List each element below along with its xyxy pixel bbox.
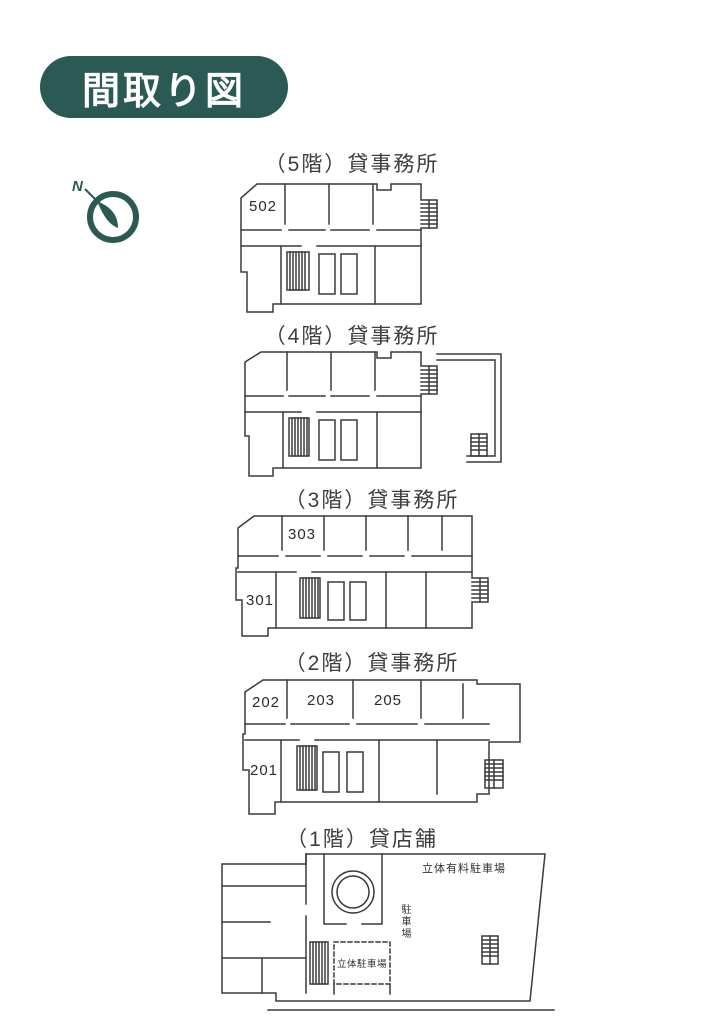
extension-stair-icon — [470, 433, 488, 457]
room-number-303: 303 — [288, 526, 317, 543]
floor-plan-5f: 502 — [225, 178, 447, 320]
floor-plan-drawing-3f — [235, 515, 489, 637]
interior-walls — [240, 183, 422, 305]
stair-hatch — [296, 745, 318, 791]
elevator-shafts — [318, 253, 358, 295]
interior-walls — [221, 853, 391, 995]
floor-title-4f: （4階）貸事務所 — [264, 325, 440, 348]
floor-plan-drawing-4f — [244, 351, 502, 477]
floor-plan-4f — [227, 346, 509, 478]
title-badge-label: 間取り図 — [81, 70, 246, 113]
outer-wall — [242, 679, 521, 815]
floor-title-2f: （2階）貸事務所 — [284, 652, 460, 675]
floor-title-5f: （5階）貸事務所 — [264, 153, 440, 176]
dashed-parking-box — [333, 941, 391, 985]
roof-extension-wall — [436, 353, 502, 463]
outer-wall — [244, 351, 438, 477]
floor-plan-drawing-5f — [240, 183, 438, 313]
spiral-stair-icon — [484, 759, 504, 789]
outer-wall — [235, 515, 489, 637]
parking-area-label: 駐車場 — [399, 904, 410, 940]
multistory-parking-label: 立体駐車場 — [336, 959, 387, 970]
interior-walls — [244, 351, 422, 469]
spiral-stair-icon — [471, 577, 489, 603]
compass-north-label: N — [72, 178, 84, 195]
elevator-shafts — [327, 581, 367, 621]
interior-walls — [244, 679, 490, 803]
floor-plan-drawing-2f — [242, 679, 521, 815]
room-number-202: 202 — [252, 694, 281, 711]
floor-plan-2f: 202 203 205 201 — [227, 674, 531, 820]
outer-wall — [240, 183, 438, 313]
room-number-205: 205 — [374, 692, 403, 709]
compass: N — [70, 174, 146, 250]
elevator-shafts — [322, 751, 364, 793]
stair-hatch — [286, 251, 310, 291]
parking-lot-label: 立体有料駐車場 — [422, 863, 506, 875]
floor-title-1f: （1階）貸店舗 — [286, 828, 438, 851]
floor-plan-drawing-1f — [221, 853, 555, 1011]
interior-walls — [237, 515, 473, 629]
compass-icon: N — [72, 178, 139, 243]
spiral-stair-icon — [420, 199, 438, 229]
stair-hatch — [288, 417, 310, 457]
turntable-circle — [331, 870, 375, 914]
stair-hatch — [309, 941, 329, 985]
room-number-201: 201 — [250, 762, 279, 779]
compass-needle — [97, 201, 118, 228]
title-badge: 間取り図 — [40, 56, 288, 118]
room-number-301: 301 — [246, 592, 275, 609]
room-number-203: 203 — [307, 692, 336, 709]
elevator-shafts — [318, 419, 358, 461]
floor-plan-3f: 303 301 — [224, 510, 496, 640]
spiral-stair-icon — [420, 365, 438, 395]
stair-hatch — [299, 577, 321, 619]
spiral-stair-icon — [481, 935, 499, 965]
floor-title-3f: （3階）貸事務所 — [284, 489, 460, 512]
room-number-502: 502 — [249, 198, 278, 215]
floor-plan-1f: 立体有料駐車場 駐車場 立体駐車場 — [214, 846, 558, 1014]
